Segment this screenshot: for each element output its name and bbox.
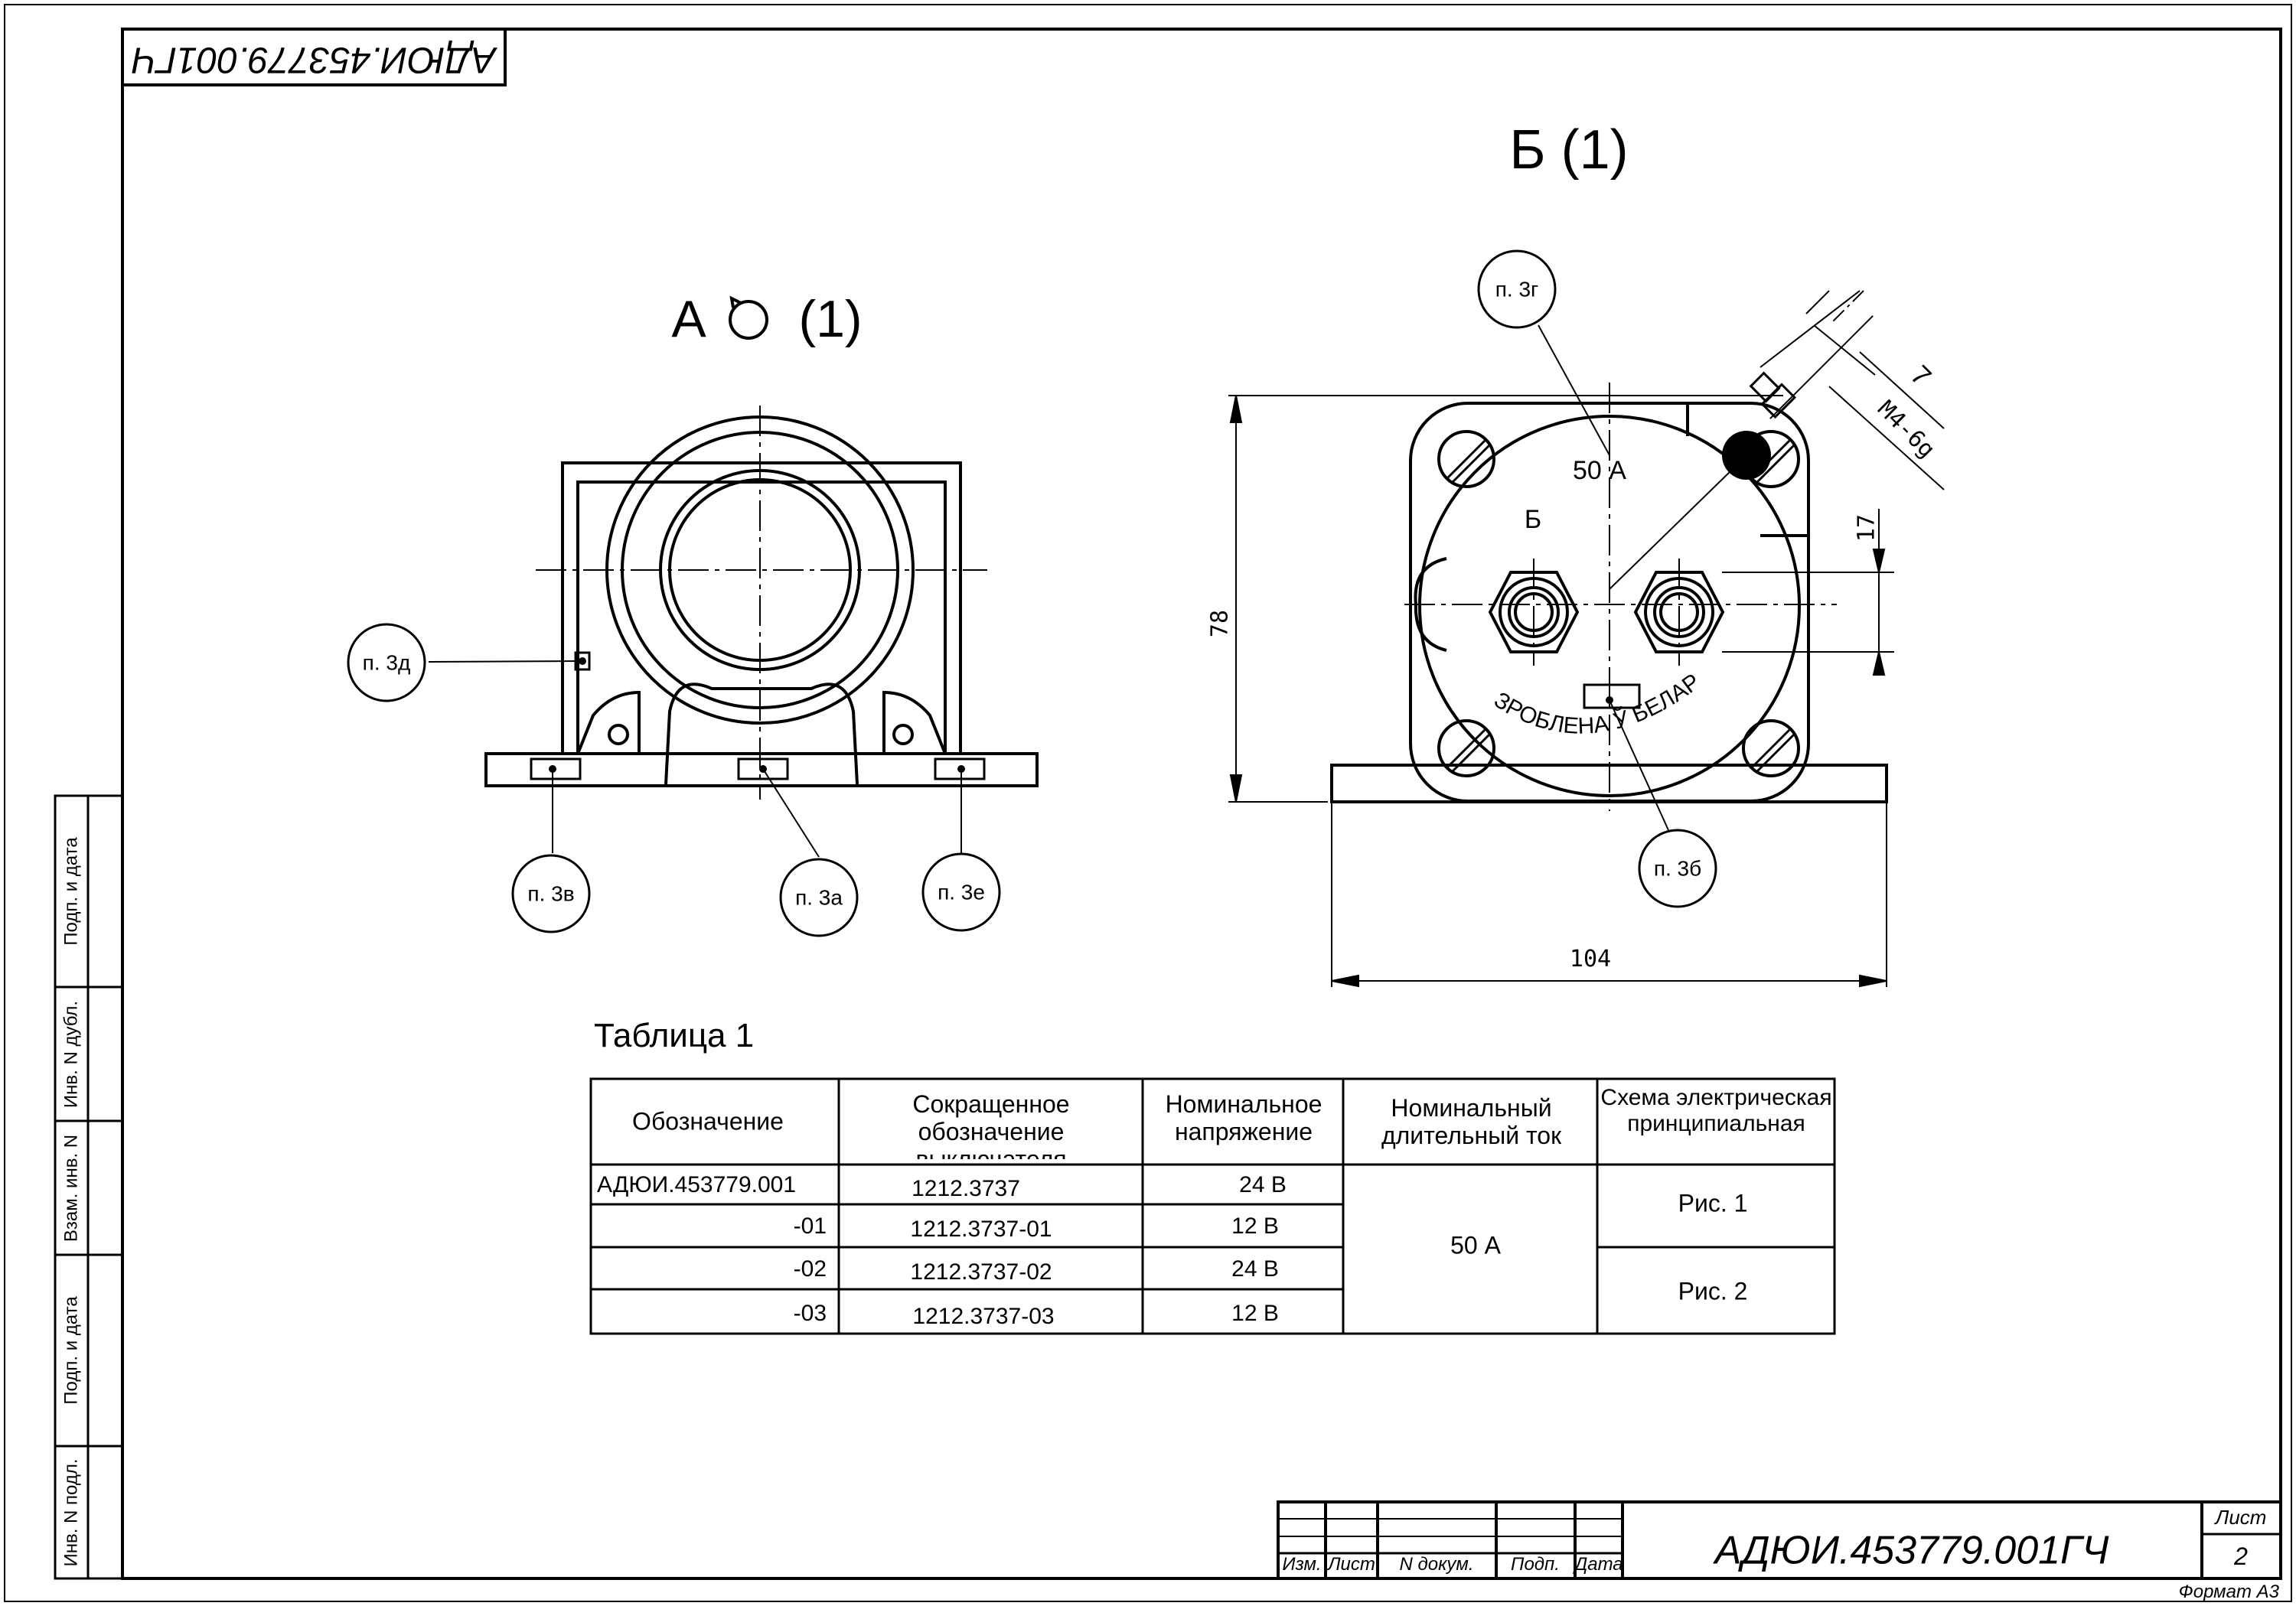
- view-a-callouts: п. 3д п. 3в п. 3а п. 3е: [347, 623, 1001, 937]
- rotation-arrow-icon: [729, 295, 742, 308]
- view-a-scale: (1): [798, 290, 862, 348]
- table-grid: [589, 1077, 1836, 1335]
- view-a-centerlines: [536, 406, 987, 800]
- tb-designation: АДЮИ.453779.001ГЧ: [1713, 1529, 2110, 1573]
- tb-col-sheet: Лист: [1326, 1554, 1375, 1575]
- title-block-grid: [1277, 1500, 2282, 1580]
- dim-height: 78: [1207, 610, 1234, 637]
- side-label-sign-date-1: Подп. и дата: [60, 837, 81, 946]
- table-rows: АДЮИ.453779.001 -01 -02 -03 1212.3737 12…: [597, 1172, 1747, 1329]
- callout-3d: п. 3д: [363, 650, 411, 674]
- row-2-designation: -02: [794, 1256, 827, 1282]
- title-block-labels: Изм. Лист N докум. Подп. Дата АДЮИ.45377…: [1282, 1506, 2279, 1602]
- black-marker-dot: [1722, 431, 1771, 480]
- drawing-frame: [121, 28, 2282, 1580]
- tb-col-date: Дата: [1572, 1554, 1623, 1575]
- callout-3a: п. 3а: [795, 885, 843, 909]
- label-terminal-b: Б: [1525, 505, 1541, 534]
- side-label-repl-inv: Взам. инв. N: [60, 1135, 81, 1242]
- row-0-short: 1212.3737: [912, 1176, 1020, 1201]
- row-1-designation: -01: [794, 1213, 827, 1239]
- row-3-designation: -03: [794, 1301, 827, 1326]
- dim-thread: М4-6g: [1872, 396, 1940, 464]
- view-b-title: Б (1): [1509, 119, 1628, 181]
- row-0-voltage: 24 В: [1239, 1172, 1287, 1197]
- table-caption: Таблица 1: [594, 1017, 754, 1054]
- top-stamp: АДЮИ.453779.001ГЧ: [121, 28, 507, 86]
- row-3-voltage: 12 В: [1231, 1301, 1279, 1326]
- tb-col-change: Изм.: [1282, 1554, 1321, 1575]
- top-stamp-text: АДЮИ.453779.001ГЧ: [132, 39, 498, 80]
- dimension-lines: [1228, 290, 1945, 988]
- scheme-fig-2: Рис. 2: [1678, 1277, 1748, 1305]
- view-a-leaders: [428, 657, 965, 858]
- view-a-drawing: [484, 415, 1039, 787]
- th-short: Сокращенное обозначение выключателя: [912, 1090, 1070, 1159]
- rotation-icon: [729, 300, 768, 340]
- side-label-sign-date-2: Подп. и дата: [60, 1296, 81, 1405]
- callout-3v: п. 3в: [527, 881, 574, 905]
- th-voltage: Номинальное напряжение: [1165, 1090, 1322, 1145]
- row-2-voltage: 24 В: [1231, 1256, 1279, 1282]
- side-label-dup-inv: Инв. N дубл.: [60, 1001, 81, 1108]
- dim-width: 104: [1570, 946, 1611, 972]
- row-1-voltage: 12 В: [1231, 1213, 1279, 1239]
- sheet-outer-border: [4, 4, 2292, 1602]
- label-made-in: ЗРОБЛЕНА Ў БЕЛАРУСІ: [0, 0, 1704, 739]
- th-current: Номинальный длительный ток: [1381, 1094, 1562, 1149]
- callout-3e: п. 3е: [938, 880, 985, 904]
- view-b-leaders: [1538, 324, 1732, 831]
- callout-3g: п. 3г: [1495, 277, 1539, 301]
- side-strip: [54, 794, 124, 1580]
- row-1-short: 1212.3737-01: [910, 1217, 1052, 1242]
- dim-spacing: 17: [1854, 514, 1880, 542]
- table-headers: Обозначение Сокращенное обозначение выкл…: [632, 1085, 1832, 1159]
- dim-thread-length: 7: [1905, 359, 1938, 392]
- tb-sheet-number: 2: [2233, 1542, 2248, 1570]
- tb-col-sign: Подп.: [1511, 1554, 1560, 1575]
- row-3-short: 1212.3737-03: [912, 1304, 1054, 1329]
- th-designation: Обозначение: [632, 1107, 784, 1135]
- callout-3b: п. 3б: [1654, 856, 1701, 880]
- tb-col-doc: N докум.: [1399, 1554, 1473, 1575]
- side-strip-labels: Подп. и дата Инв. N дубл. Взам. инв. N П…: [60, 837, 81, 1567]
- scheme-fig-1: Рис. 1: [1678, 1189, 1748, 1217]
- view-a-letter: А: [671, 290, 706, 348]
- label-current: 50 А: [1573, 456, 1626, 485]
- view-b-callouts: п. 3г п. 3б: [1477, 249, 1717, 908]
- side-label-orig-inv: Инв. N подл.: [60, 1458, 81, 1566]
- row-2-short: 1212.3737-02: [910, 1259, 1052, 1285]
- tb-sheet-label: Лист: [2214, 1506, 2267, 1529]
- view-a-title: А (1): [671, 290, 862, 348]
- current-merged: 50 А: [1450, 1231, 1501, 1259]
- row-0-designation: АДЮИ.453779.001: [597, 1172, 796, 1197]
- th-scheme: Схема электрическая принципиальная: [1600, 1085, 1832, 1136]
- tb-format: Формат А3: [2179, 1582, 2280, 1602]
